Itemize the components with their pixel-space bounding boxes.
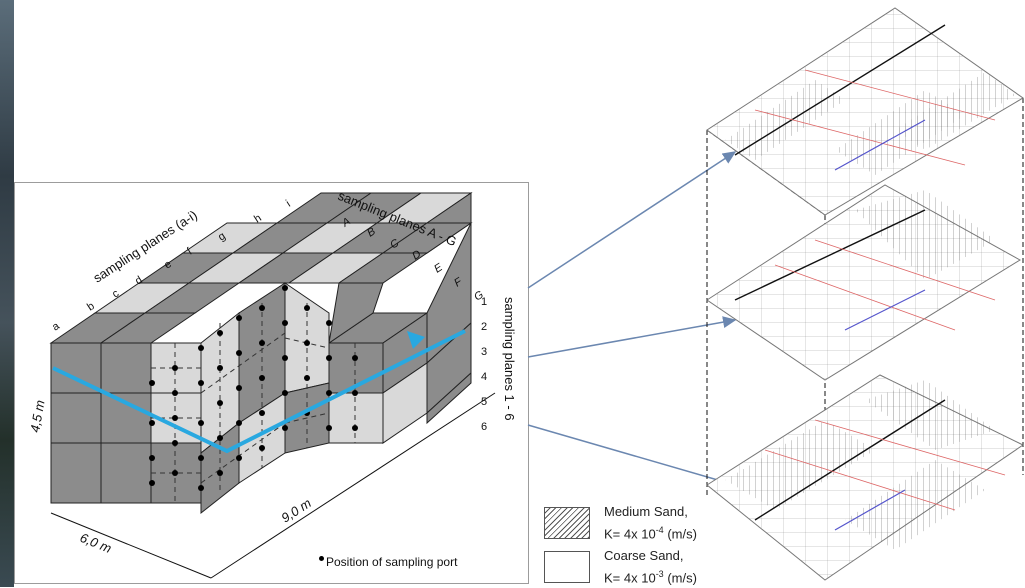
plane-label: 3: [481, 346, 487, 358]
plane-labels-depth: 1 2 3 4 5 6: [481, 296, 487, 433]
background-photo-strip: [0, 0, 14, 587]
plane-label: f: [185, 245, 195, 257]
model-layer-middle: [706, 184, 1021, 381]
plane-label: b: [85, 300, 97, 313]
port-legend: Position of sampling port: [319, 555, 457, 569]
plane-label: e: [162, 258, 174, 271]
plane-label: c: [110, 287, 122, 300]
plane-label: g: [216, 230, 228, 243]
material-legend: Medium Sand, K= 4x 10-4 (m/s) Coarse San…: [544, 503, 784, 587]
medium-sand-k: K= 4x 10-4 (m/s): [604, 525, 697, 542]
hatch-swatch-icon: [544, 507, 590, 540]
legend-medium-sand: Medium Sand, K= 4x 10-4 (m/s): [544, 503, 697, 543]
width-dimension: 6,0 m: [78, 530, 114, 556]
coarse-sand-name: Coarse Sand,: [604, 548, 684, 563]
ground-outline: [50, 392, 496, 579]
top-face: [49, 192, 473, 345]
port-legend-label: Position of sampling port: [326, 555, 458, 569]
model-layer-bottom: [706, 374, 1024, 581]
height-dimension: 4,5 m: [27, 399, 47, 434]
plane-label: 4: [481, 371, 487, 383]
flow-arrow-head: [407, 331, 425, 349]
plane-title-depth: sampling planes 1 - 6: [502, 297, 517, 421]
plane-label: 5: [481, 396, 487, 408]
port-dot-icon: [319, 556, 324, 561]
plane-label: 1: [481, 296, 487, 308]
tank-diagram: a b c d e f g h i sampling planes (a-i) …: [27, 188, 517, 579]
plain-swatch-icon: [544, 551, 590, 584]
plane-label: 2: [481, 321, 487, 333]
plane-label: h: [252, 212, 264, 225]
legend-coarse-sand: Coarse Sand, K= 4x 10-3 (m/s): [544, 547, 697, 587]
length-dimension: 9,0 m: [278, 495, 314, 525]
plane-label: 6: [481, 421, 487, 433]
coarse-sand-k: K= 4x 10-3 (m/s): [604, 569, 697, 586]
model-layers: [706, 7, 1024, 581]
sampling-ports: [149, 285, 358, 491]
medium-sand-name: Medium Sand,: [604, 504, 688, 519]
flow-path: [52, 329, 466, 454]
plane-label: d: [133, 274, 145, 287]
model-layer-top: [706, 7, 1024, 216]
plane-label: a: [50, 320, 62, 334]
plane-label: E: [432, 261, 445, 275]
tank-diagram-panel: a b c d e f g h i sampling planes (a-i) …: [14, 182, 529, 584]
plane-label: i: [284, 198, 293, 209]
